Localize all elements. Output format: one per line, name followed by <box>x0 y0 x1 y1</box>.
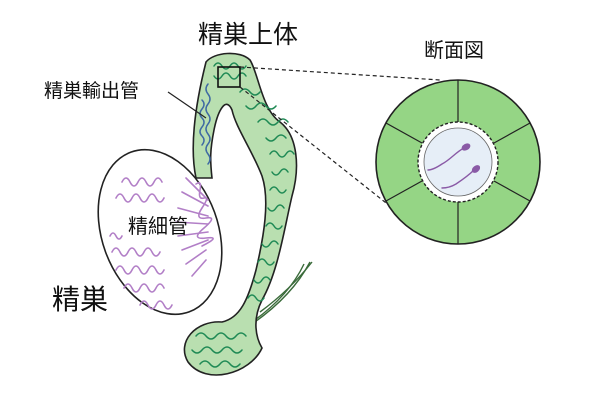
section-dividers <box>385 80 531 244</box>
zoom-line-top <box>239 66 441 81</box>
zoom-box <box>217 66 241 88</box>
zoom-indicator <box>217 66 441 219</box>
epididymis <box>183 52 298 376</box>
testis <box>97 148 223 316</box>
efferent-ducts <box>199 83 211 165</box>
label-seminiferous-tubules: 精細管 <box>128 214 188 238</box>
label-efferent-ducts: 精巣輸出管 <box>44 80 140 102</box>
sperm <box>427 143 481 189</box>
section-lumen <box>417 121 499 203</box>
seminiferous-tubules <box>109 177 214 310</box>
cross-section <box>375 79 541 245</box>
epididymis-body <box>183 52 298 376</box>
label-epididymis: 精巣上体 <box>198 20 299 49</box>
label-testis: 精巣 <box>52 283 109 316</box>
efferent-leader <box>167 91 207 119</box>
label-cross-section: 断面図 <box>424 38 484 62</box>
zoom-line-bottom <box>239 86 406 219</box>
